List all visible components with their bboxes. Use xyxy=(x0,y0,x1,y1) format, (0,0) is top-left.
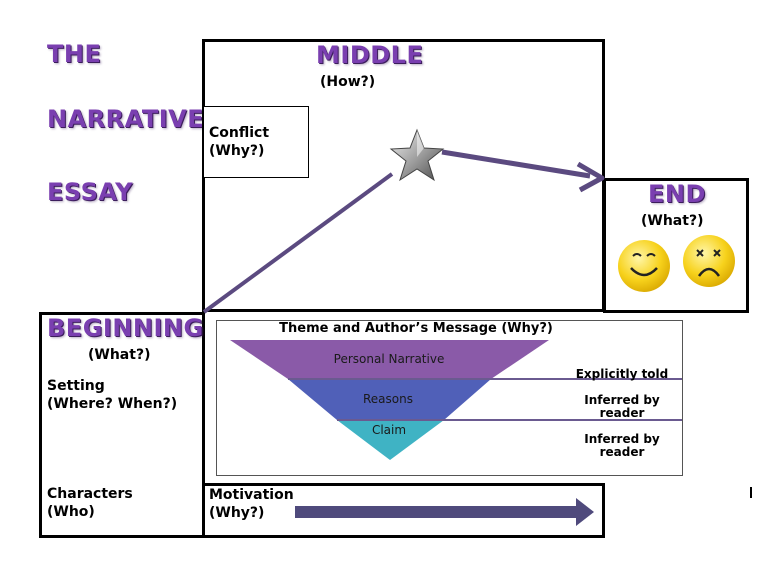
motivation-label: Motivation xyxy=(209,487,294,503)
star-icon xyxy=(389,128,445,182)
layer-label-personal-narrative: Personal Narrative xyxy=(334,352,445,366)
falling-action-arrowhead xyxy=(576,161,605,193)
layer-reasons xyxy=(288,379,491,420)
note-inferred-2-line1: Inferred by xyxy=(584,432,660,446)
beginning-box xyxy=(39,312,205,538)
end-question: (What?) xyxy=(641,213,704,229)
happy-face-icon xyxy=(618,240,670,292)
title-word-the: THE xyxy=(47,40,102,68)
conflict-label: Conflict xyxy=(209,125,270,141)
beginning-question: (What?) xyxy=(88,347,151,363)
conflict-question: (Why?) xyxy=(209,143,265,159)
note-explicitly-told: Explicitly told xyxy=(576,367,669,381)
layer-label-claim: Claim xyxy=(372,423,406,437)
end-title: END xyxy=(648,180,706,208)
falling-action-line xyxy=(441,149,591,179)
layer-claim xyxy=(337,420,444,460)
setting-question: (Where? When?) xyxy=(47,396,178,412)
layer-personal-narrative xyxy=(230,340,549,379)
layer-label-reasons: Reasons xyxy=(363,392,413,406)
characters-question: (Who) xyxy=(47,504,95,520)
dizzy-face-icon xyxy=(683,235,735,287)
title-word-narrative: NARRATIVE xyxy=(47,105,205,133)
theme-title: Theme and Author’s Message (Why?) xyxy=(279,321,553,336)
motivation-arrow xyxy=(295,498,594,526)
note-inferred-2-line2: reader xyxy=(600,445,645,459)
title-word-essay: ESSAY xyxy=(47,178,134,206)
characters-label: Characters xyxy=(47,486,133,502)
theme-triangle xyxy=(230,340,549,460)
rising-action-line xyxy=(202,172,394,314)
middle-question: (How?) xyxy=(320,74,376,90)
note-inferred-1-line2: reader xyxy=(600,406,645,420)
middle-title: MIDDLE xyxy=(316,41,424,69)
note-inferred-1-line1: Inferred by xyxy=(584,393,660,407)
motivation-question: (Why?) xyxy=(209,505,265,521)
beginning-title: BEGINNING xyxy=(47,314,204,342)
conflict-box xyxy=(203,106,309,178)
setting-label: Setting xyxy=(47,378,105,394)
